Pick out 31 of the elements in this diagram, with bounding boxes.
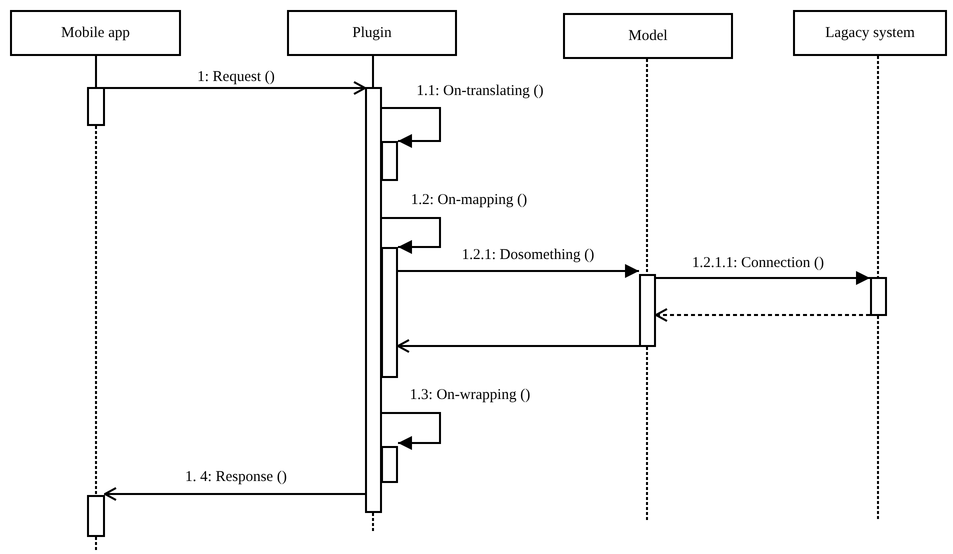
message-arrow	[105, 81, 366, 95]
message-arrow	[382, 217, 441, 254]
message-arrow	[382, 412, 441, 450]
message-arrow	[382, 107, 441, 148]
message-arrow	[397, 339, 639, 353]
participant-name: Lagacy system	[825, 24, 915, 42]
participant-box	[563, 13, 733, 59]
activation-bar	[381, 247, 398, 378]
participant-box	[10, 10, 181, 56]
activation-bar	[381, 141, 398, 181]
message-arrow	[398, 264, 639, 278]
participant-box	[793, 10, 947, 56]
participant-box	[287, 10, 457, 56]
lifeline	[95, 126, 97, 495]
activation-bar	[870, 277, 887, 316]
return-arrow	[655, 308, 870, 322]
message-arrow	[656, 271, 870, 285]
participant-name: Mobile app	[61, 24, 130, 42]
activation-bar	[365, 87, 382, 513]
lifeline	[877, 56, 879, 277]
activation-bar	[639, 274, 656, 347]
lifeline	[372, 56, 374, 87]
activation-bar	[87, 495, 105, 537]
participant-name: Plugin	[352, 24, 392, 42]
message-arrow	[104, 487, 365, 501]
participant-name: Model	[628, 28, 668, 44]
lifeline	[646, 59, 648, 274]
activation-bar	[87, 87, 105, 126]
edge-label: 1. 4: Response ()	[183, 469, 289, 485]
lifeline	[95, 56, 97, 87]
activation-bar	[381, 446, 398, 483]
